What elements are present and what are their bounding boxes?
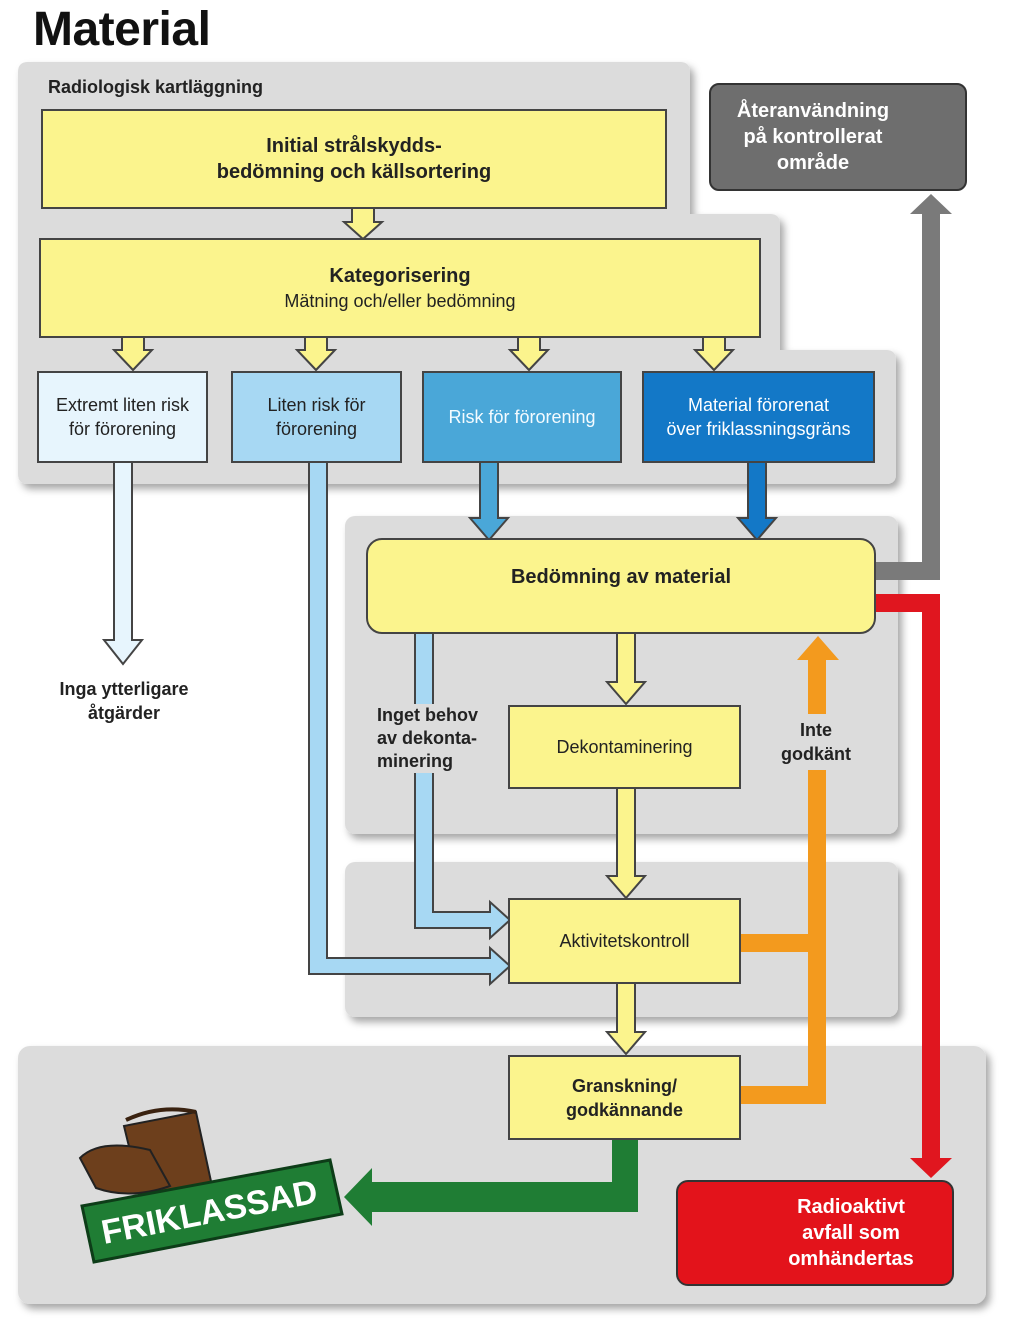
arrow-risk-to-assessment <box>467 461 511 542</box>
category-contaminated: Material förorenat över friklassningsgrä… <box>642 371 875 463</box>
no-decon-line3: minering <box>377 751 454 771</box>
activity-check-box: Aktivitetskontroll <box>508 898 741 984</box>
no-action-line1: Inga ytterligare <box>59 679 189 699</box>
review-approval-box: Granskning/ godkännande <box>508 1055 741 1140</box>
initial-line2: bedömning och källsortering <box>216 161 492 183</box>
arrow-assessment-to-reuse <box>874 194 952 580</box>
reuse-box: Återanvändning på kontrollerat område <box>709 83 967 191</box>
category-2-line1: Liten risk för <box>267 395 366 415</box>
decontamination-box: Dekontaminering <box>508 705 741 789</box>
material-assessment-box: Bedömning av material <box>366 538 876 634</box>
initial-line1: Initial strålskydds- <box>266 135 442 157</box>
reuse-line2: på kontrollerat <box>743 126 883 148</box>
section-label: Radiologisk kartläggning <box>48 77 264 97</box>
material-assessment-title: Bedömning av material <box>510 566 732 588</box>
category-2-line2: förorening <box>275 419 358 439</box>
arrows-categorization-to-categories <box>111 336 736 372</box>
category-1-line1: Extremt liten risk <box>55 395 190 415</box>
category-low-risk: Liten risk för förorening <box>231 371 402 463</box>
category-4-line1: Material förorenat <box>687 395 830 415</box>
arrow-review-to-cleared <box>344 1138 638 1226</box>
review-line1: Granskning/ <box>571 1075 678 1096</box>
waste-line2: avfall som <box>802 1222 900 1244</box>
arrow-to-no-action <box>101 461 145 666</box>
category-1-line2: för förorening <box>68 419 177 439</box>
initial-assessment-box: Initial strålskydds- bedömning och källs… <box>41 109 667 209</box>
not-approved-line2: godkänt <box>781 744 851 764</box>
categorization-box: Kategorisering Mätning och/eller bedömni… <box>39 238 761 338</box>
page-title: Material <box>33 3 211 56</box>
category-3-line1: Risk för förorening <box>448 407 596 427</box>
arrow-assessment-to-waste <box>874 594 952 1178</box>
review-line2: godkännande <box>565 1099 683 1120</box>
no-action-label: Inga ytterligare åtgärder <box>40 676 208 726</box>
reuse-line1: Återanvändning <box>736 100 890 122</box>
category-4-line2: över friklassningsgräns <box>666 419 851 439</box>
decontamination-label: Dekontaminering <box>556 737 693 757</box>
no-action-line2: åtgärder <box>87 703 161 723</box>
arrow-assessment-to-decon <box>604 631 648 706</box>
waste-line1: Radioaktivt <box>797 1196 905 1218</box>
not-approved-label: Inte godkänt <box>770 714 862 770</box>
stamp-illustration <box>78 1107 344 1264</box>
no-decon-label: Inget behov av dekonta- minering <box>375 704 481 773</box>
category-extremely-low-risk: Extremt liten risk för förorening <box>37 371 208 463</box>
arrow-initial-to-categorization <box>341 207 385 241</box>
category-risk: Risk för förorening <box>422 371 622 463</box>
radioactive-waste-box: Radioaktivt avfall som omhändertas <box>676 1180 954 1286</box>
arrow-activity-to-review <box>604 981 648 1056</box>
no-decon-line1: Inget behov <box>377 705 479 725</box>
waste-line3: omhändertas <box>788 1248 914 1270</box>
activity-check-label: Aktivitetskontroll <box>559 931 690 951</box>
arrow-decon-to-activity <box>604 787 648 900</box>
categorization-title: Kategorisering <box>329 265 471 287</box>
arrow-small-risk-to-activity <box>308 461 512 987</box>
no-decon-line2: av dekonta- <box>377 728 478 748</box>
reuse-line3: område <box>776 152 850 174</box>
arrow-contaminated-to-assessment <box>735 461 779 542</box>
not-approved-line1: Inte <box>799 720 832 740</box>
categorization-subtitle: Mätning och/eller bedömning <box>284 291 516 311</box>
